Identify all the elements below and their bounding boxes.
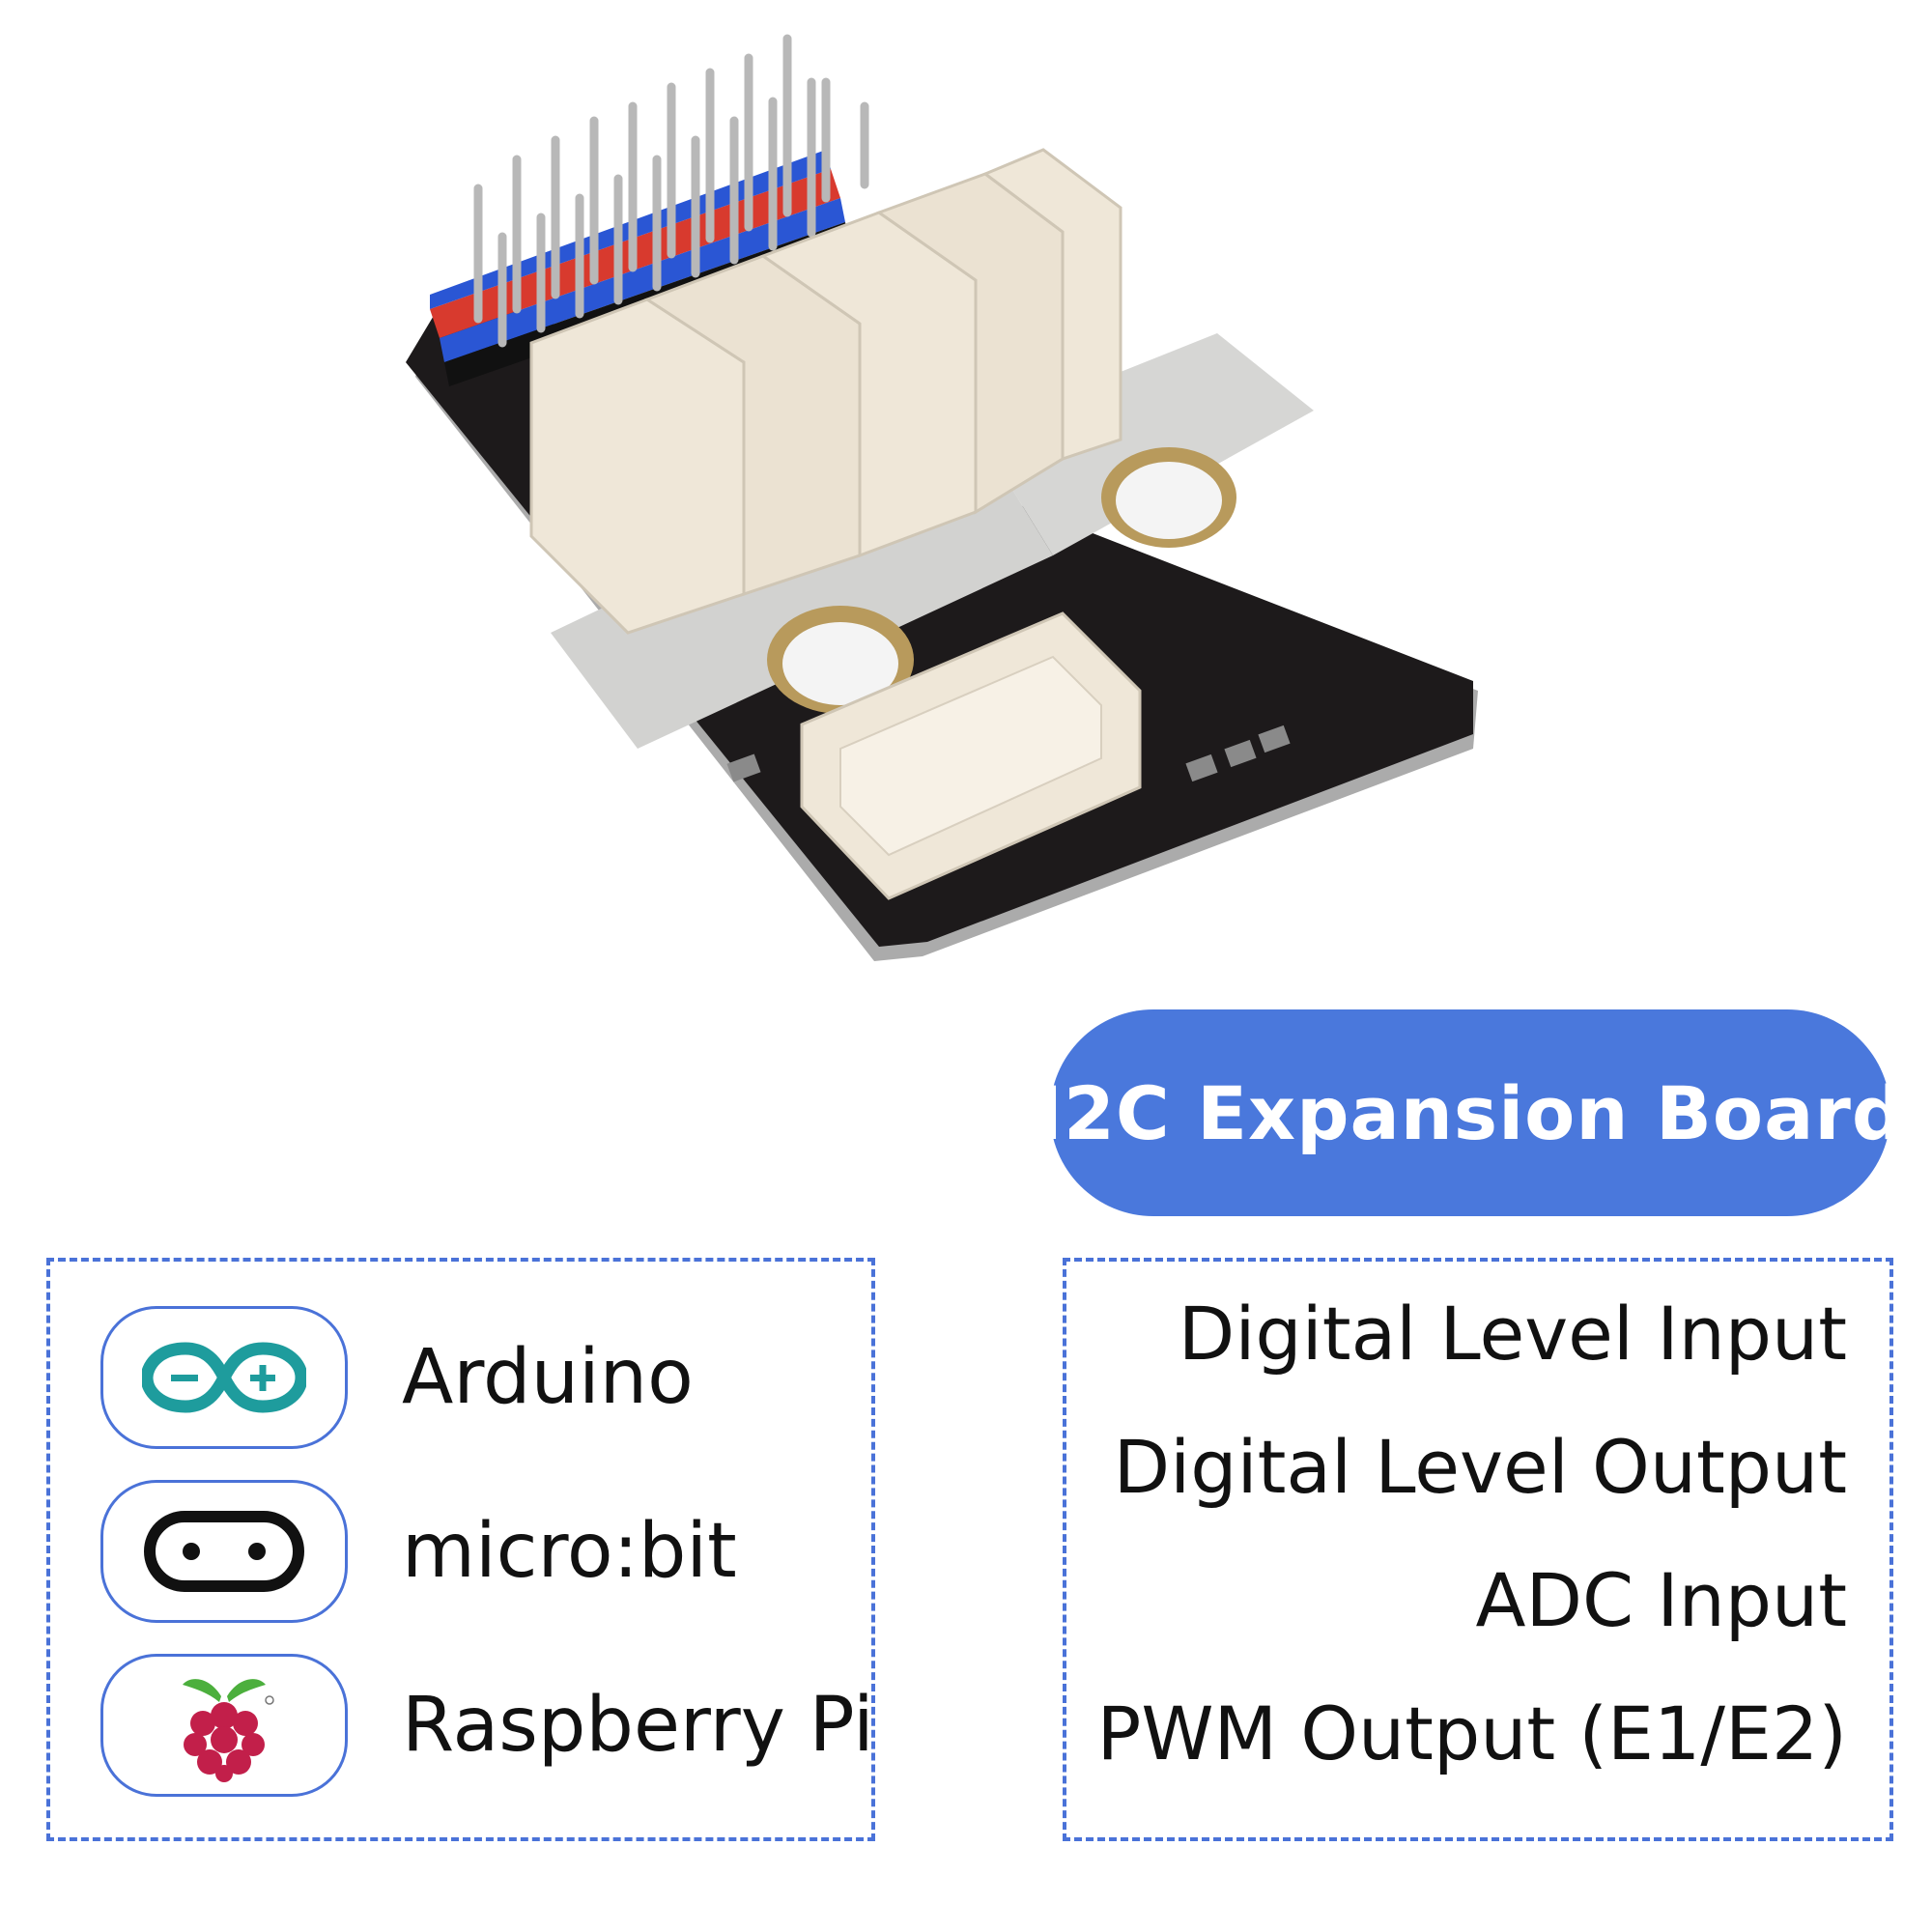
- feature-item: PWM Output (E1/E2): [1096, 1690, 1847, 1776]
- platform-panel: Arduino micro:bit: [46, 1258, 875, 1841]
- feature-item: Digital Level Input: [1178, 1291, 1847, 1377]
- platform-item-arduino: Arduino: [100, 1306, 854, 1451]
- feature-item: ADC Input: [1475, 1557, 1847, 1643]
- platform-item-microbit: micro:bit: [100, 1480, 854, 1625]
- platform-item-raspberry-pi: Raspberry Pi: [100, 1654, 874, 1799]
- platform-label: Arduino: [402, 1334, 694, 1421]
- platform-label: Raspberry Pi: [402, 1682, 874, 1769]
- i2c-connector: [800, 611, 1142, 900]
- title-badge: I2C Expansion Board: [1036, 1009, 1904, 1216]
- arduino-logo-icon: [142, 1342, 306, 1413]
- features-panel: Digital Level Input Digital Level Output…: [1063, 1258, 1893, 1841]
- platform-logo-frame: [100, 1480, 348, 1623]
- microbit-logo-icon: [144, 1511, 304, 1592]
- header-pins: [473, 34, 869, 348]
- feature-item: Digital Level Output: [1113, 1424, 1847, 1510]
- servo-connectors: [529, 148, 1122, 635]
- product-photo: [406, 34, 1478, 961]
- smd-components: [726, 724, 1291, 782]
- page-title: I2C Expansion Board: [1035, 1069, 1906, 1156]
- platform-logo-frame: [100, 1306, 348, 1449]
- platform-label: micro:bit: [402, 1508, 737, 1595]
- platform-logo-frame: [100, 1654, 348, 1797]
- raspberry-pi-logo-icon: [183, 1679, 274, 1782]
